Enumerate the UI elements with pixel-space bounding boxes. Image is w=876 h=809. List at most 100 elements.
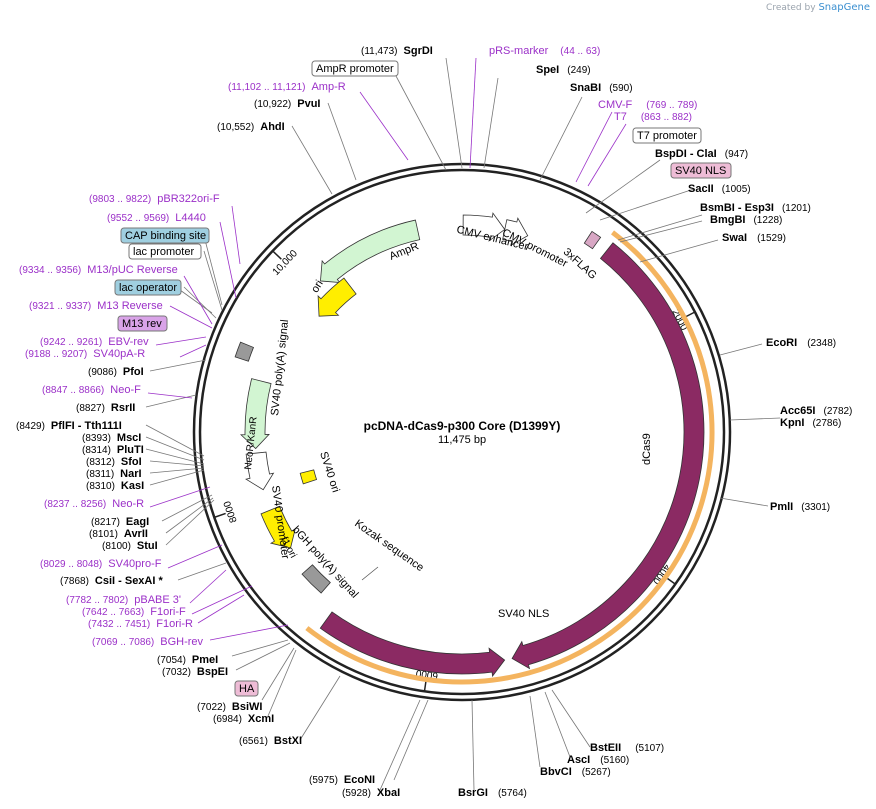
cmvf-name: CMV-F — [598, 99, 633, 111]
feature-sv40-poly-a-signal[interactable] — [234, 341, 255, 362]
svg-text:(8393)MscI: (8393)MscI — [82, 432, 141, 444]
svg-text:BstEII(5107): BstEII(5107) — [590, 742, 664, 754]
svg-text:(9334 .. 9356)M13/pUC Reverse: (9334 .. 9356) M13/pUC Reverse — [19, 264, 178, 276]
ahdi-pos: (10,552) — [217, 122, 254, 133]
tick-8000 — [214, 512, 226, 519]
svg-text:(8101)AvrII: (8101)AvrII — [89, 528, 148, 540]
feature-sv40-ori[interactable] — [299, 469, 318, 485]
feature-cmv-promoter[interactable] — [502, 217, 529, 247]
dcas9-label: dCas9 — [641, 433, 653, 465]
feature-group — [234, 212, 715, 685]
msci-pos: (8393) — [82, 433, 111, 444]
xcmi-name: XcmI — [248, 713, 274, 725]
primer-labels: pRS-marker(44 .. 63) CMV-F(769 .. 789) T… — [19, 45, 697, 648]
t7-range: (863 .. 882) — [641, 112, 692, 123]
m13puc-name: M13/pUC Reverse — [87, 264, 177, 276]
ebvrev-name: EBV-rev — [108, 336, 149, 348]
pflfi-pos: (8429) — [16, 421, 45, 432]
svg-text:(10,922)PvuI: (10,922)PvuI — [254, 98, 320, 110]
snabi-name: SnaBI — [570, 82, 601, 94]
pbr322-range: (9803 .. 9822) — [89, 194, 151, 205]
bbvci-pos: (5267) — [582, 767, 611, 778]
bsteii-pos: (5107) — [635, 743, 664, 754]
snapgene-credit: Created by SnapGene — [766, 2, 870, 13]
svg-text:(8429)PflFI - Tth111I: (8429)PflFI - Tth111I — [16, 420, 122, 432]
prs-marker-name: pRS-marker — [489, 45, 549, 57]
sv40-nls-inner-label: SV40 NLS — [498, 608, 549, 620]
orf-arc — [305, 230, 715, 685]
sv40prof-name: SV40pro-F — [108, 558, 161, 570]
pbabe-range: (7782 .. 7802) — [66, 595, 128, 606]
bstxi-name: BstXI — [274, 735, 302, 747]
svg-text:(8100)StuI: (8100) StuI — [102, 540, 158, 552]
pluti-name: PluTI — [117, 444, 144, 456]
f1orif-name: F1ori-F — [150, 606, 186, 618]
tick-label-8000: 8000 — [222, 499, 240, 524]
f1orir-range: (7432 .. 7451) — [88, 619, 150, 630]
feature-p300-core-d1399y[interactable] — [319, 611, 506, 678]
pfoi-pos: (9086) — [88, 367, 117, 378]
lac-operator-box: lac operator — [119, 282, 177, 294]
pbabe-name: pBABE 3' — [134, 594, 181, 606]
ampr-promoter-box: AmpR promoter — [316, 63, 394, 75]
f1orif-range: (7642 .. 7663) — [82, 607, 144, 618]
svg-text:AscI(5160): AscI(5160) — [567, 754, 629, 766]
neof-range: (8847 .. 8866) — [42, 385, 104, 396]
bsrgi-name: BsrGI — [458, 787, 488, 799]
f1orir-name: F1ori-R — [156, 618, 193, 630]
snabi-pos: (590) — [609, 83, 632, 94]
svg-text:T7(863 .. 882): T7 (863 .. 882) — [614, 111, 692, 123]
feature-ampr[interactable] — [320, 219, 421, 284]
bspei-pos: (7032) — [162, 667, 191, 678]
feature-ori[interactable] — [317, 277, 357, 317]
xbai-pos: (5928) — [342, 788, 371, 799]
kozak-label: Kozak sequence — [352, 518, 426, 574]
bspdi-name: BspDI - ClaI — [655, 148, 717, 160]
feature-dcas9[interactable] — [511, 242, 705, 670]
plasmid-name: pcDNA-dCas9-p300 Core (D1399Y) — [364, 419, 561, 433]
feature-bgh-poly-a-signal[interactable] — [301, 564, 331, 594]
svg-text:(7642 .. 7663)F1ori-F: (7642 .. 7663) F1ori-F — [82, 606, 186, 618]
sv40-polya-label: SV40 poly(A) signal — [269, 319, 291, 416]
pmei-pos: (7054) — [157, 655, 186, 666]
nari-pos: (8311) — [86, 469, 114, 480]
cap-binding-box: CAP binding site — [125, 230, 206, 242]
svg-text:(8237 .. 8256)Neo-R: (8237 .. 8256)Neo-R — [44, 498, 144, 510]
svg-text:(7022)BsiWI: (7022)BsiWI — [197, 701, 262, 713]
bspdi-pos: (947) — [725, 149, 748, 160]
svg-text:(9242 .. 9261)EBV-rev: (9242 .. 9261)EBV-rev — [40, 336, 149, 348]
kasi-pos: (8310) — [86, 481, 115, 492]
svg-text:(10,552)AhdI: (10,552)AhdI — [217, 121, 285, 133]
svg-text:(7432 .. 7451)F1ori-R: (7432 .. 7451) F1ori-R — [88, 618, 193, 630]
svg-text:BsrGI(5764): BsrGI(5764) — [458, 787, 527, 799]
feature-neor-kanr[interactable] — [240, 378, 272, 450]
ecori-pos: (2348) — [807, 338, 836, 349]
avrii-name: AvrII — [124, 528, 148, 540]
stui-name: StuI — [137, 540, 158, 552]
kozak-leader — [361, 566, 379, 581]
feature-f1-ori[interactable] — [260, 505, 296, 549]
bspei-name: BspEI — [197, 666, 228, 678]
feature-sv40-promoter[interactable] — [245, 451, 275, 491]
m13puc-range: (9334 .. 9356) — [19, 265, 81, 276]
leader-lines — [145, 57, 781, 791]
t7-promoter-box: T7 promoter — [637, 130, 697, 142]
stui-pos: (8100) — [102, 541, 131, 552]
sv40par-range: (9188 .. 9207) — [25, 349, 87, 360]
credit-prefix: Created by — [766, 3, 816, 13]
sv40-ori-label: SV40 ori — [317, 450, 341, 494]
bmgbi-pos: (1228) — [753, 215, 782, 226]
bmgbi-name: BmgBI — [710, 214, 745, 226]
pmei-name: PmeI — [192, 654, 218, 666]
xbai-name: XbaI — [377, 787, 400, 799]
feature-cmv-enhancer[interactable] — [462, 212, 506, 242]
svg-text:BsmBI - Esp3I(1201): BsmBI - Esp3I(1201) — [700, 202, 811, 214]
svg-text:BbvCI(5267): BbvCI(5267) — [540, 766, 611, 778]
ampr-primer-name: Amp-R — [311, 81, 345, 93]
t7-name: T7 — [614, 111, 627, 123]
feature-3xflag[interactable] — [583, 230, 602, 250]
primer-leader-lines — [147, 57, 627, 641]
plasmid-size: 11,475 bp — [438, 434, 486, 446]
svg-text:SpeI(249): SpeI(249) — [536, 64, 591, 76]
backbone — [192, 162, 732, 702]
